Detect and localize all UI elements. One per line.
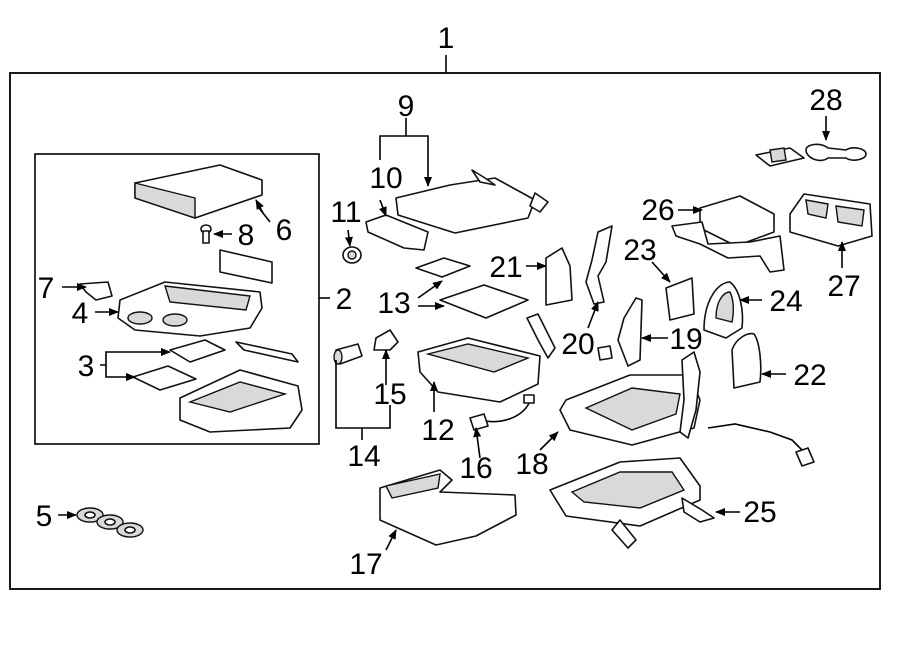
part-cable [707, 423, 815, 467]
callout-25: 25 [743, 496, 776, 529]
part-cylinder [333, 343, 363, 365]
callout-14: 14 [347, 440, 380, 473]
callout-4: 4 [72, 297, 89, 330]
callout-8: 8 [238, 219, 255, 252]
part-seat-frame [559, 351, 701, 446]
arrow-9 [406, 135, 432, 187]
arrow-13a [417, 280, 443, 299]
part-strip [235, 341, 299, 363]
part-cover-plate [665, 277, 695, 321]
part-pad-small [415, 257, 471, 278]
callout-16: 16 [459, 452, 492, 485]
part-bracket-19 [617, 297, 643, 367]
callout-18: 18 [515, 448, 548, 481]
callout-21: 21 [489, 251, 522, 284]
callout-5: 5 [36, 500, 53, 533]
part-base-frame [549, 457, 715, 549]
arrow-3b [105, 365, 136, 381]
leader-14 [335, 360, 391, 429]
inner-frame-armrest-group [34, 153, 320, 445]
arrow-20 [587, 301, 599, 329]
part-armrest-lid [134, 164, 263, 219]
part-console [789, 193, 873, 247]
part-plate [219, 249, 273, 284]
part-hinge-set [755, 143, 867, 167]
part-pad-lower [132, 365, 197, 391]
callout-3: 3 [78, 350, 95, 383]
part-knob [342, 246, 362, 264]
part-screw [200, 224, 212, 244]
callout-28: 28 [809, 84, 842, 117]
part-link [526, 313, 556, 359]
part-hinge [585, 225, 613, 305]
arrow-16 [473, 427, 482, 459]
part-end-cap [731, 332, 762, 389]
arrow-17 [385, 529, 397, 551]
part-grommets [76, 507, 144, 538]
arrow-10 [379, 199, 387, 217]
part-cover [379, 469, 517, 546]
part-side-panel [545, 247, 573, 306]
part-module [671, 195, 785, 273]
callout-20: 20 [561, 328, 594, 361]
arrow-18 [539, 431, 559, 451]
callout-10: 10 [369, 162, 402, 195]
arrow-11 [344, 229, 353, 247]
part-armrest-base [179, 369, 303, 433]
callout-26: 26 [641, 194, 674, 227]
callout-15: 15 [373, 378, 406, 411]
part-pad-upper [169, 339, 226, 363]
callout-17: 17 [349, 548, 382, 581]
callout-13: 13 [377, 287, 410, 320]
part-pivot [597, 345, 613, 361]
callout-2: 2 [336, 283, 353, 316]
part-cushion [395, 169, 549, 234]
callout-27: 27 [827, 270, 860, 303]
callout-11: 11 [330, 196, 361, 229]
arrow-3a [100, 348, 171, 366]
part-pad-large [439, 284, 529, 319]
callout-7: 7 [38, 272, 55, 305]
part-storage-bin [417, 337, 541, 403]
callout-12: 12 [421, 414, 454, 447]
callout-22: 22 [793, 359, 826, 392]
callout-24: 24 [769, 285, 802, 318]
callout-9: 9 [398, 90, 415, 123]
arrow-23 [651, 261, 671, 283]
part-harness [469, 394, 535, 431]
callout-23: 23 [623, 234, 656, 267]
part-clip [373, 329, 399, 351]
part-cupholder-tray [117, 281, 263, 337]
outer-frame [9, 72, 881, 590]
callout-6: 6 [276, 214, 293, 247]
arrow-6 [255, 199, 264, 214]
callout-1: 1 [438, 22, 455, 55]
part-trim [703, 281, 744, 339]
callout-19: 19 [669, 323, 702, 356]
leader-9a [379, 118, 407, 160]
